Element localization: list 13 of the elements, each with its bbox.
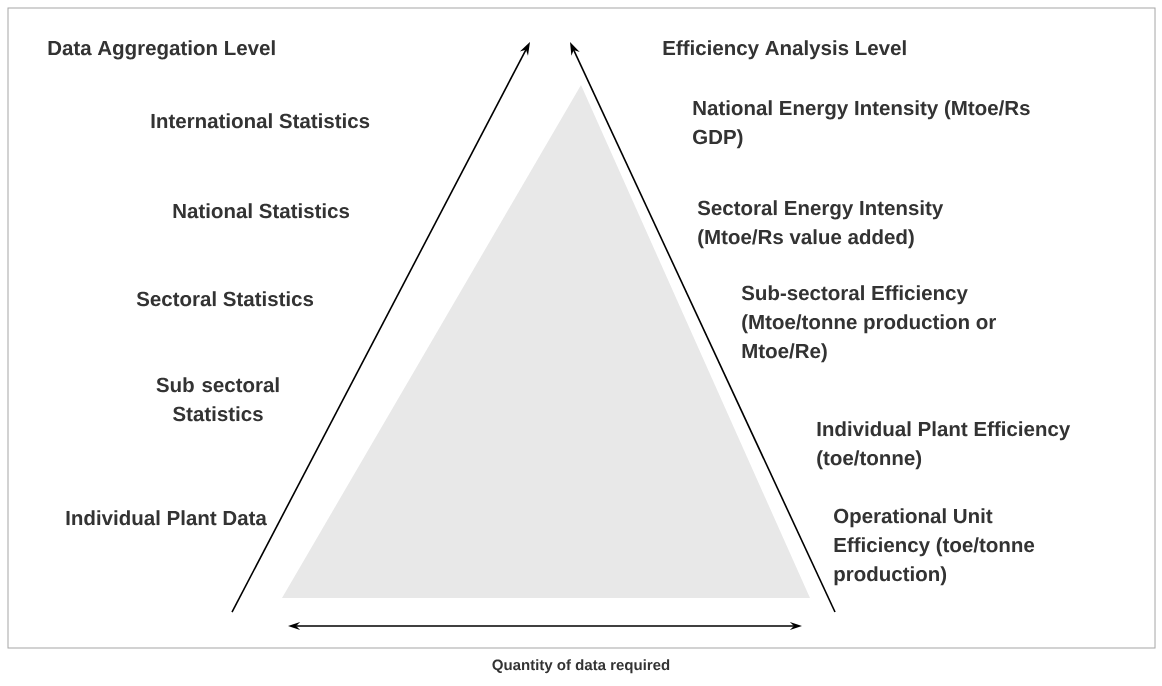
label-text: Individual Plant Data <box>66 510 267 526</box>
label-text: Sectoral Statistics <box>136 291 314 307</box>
label-text: Data Aggregation Level <box>48 40 275 60</box>
label-text: Sectoral Energy Intensity (Mtoe/Rs value added) <box>697 200 944 249</box>
label-text: Sub sectoral Statistics <box>156 377 279 422</box>
label-text: Operational Unit Efficiency (toe/tonne production) <box>834 508 1035 586</box>
label-text: Sub-sectoral Efficiency (Mtoe/tonne production or Mtoe/Re) <box>741 285 996 363</box>
label-text: International Statistics <box>151 113 370 129</box>
label-text: Individual Plant Efficiency (toe/tonne) <box>817 421 1071 470</box>
label-text: National Statistics <box>173 203 350 219</box>
caption: Quantity of data required <box>492 659 670 674</box>
label-text: National Energy Intensity (Mtoe/Rs GDP) <box>693 100 1030 149</box>
label-text: Efficiency Analysis Level <box>663 40 906 60</box>
